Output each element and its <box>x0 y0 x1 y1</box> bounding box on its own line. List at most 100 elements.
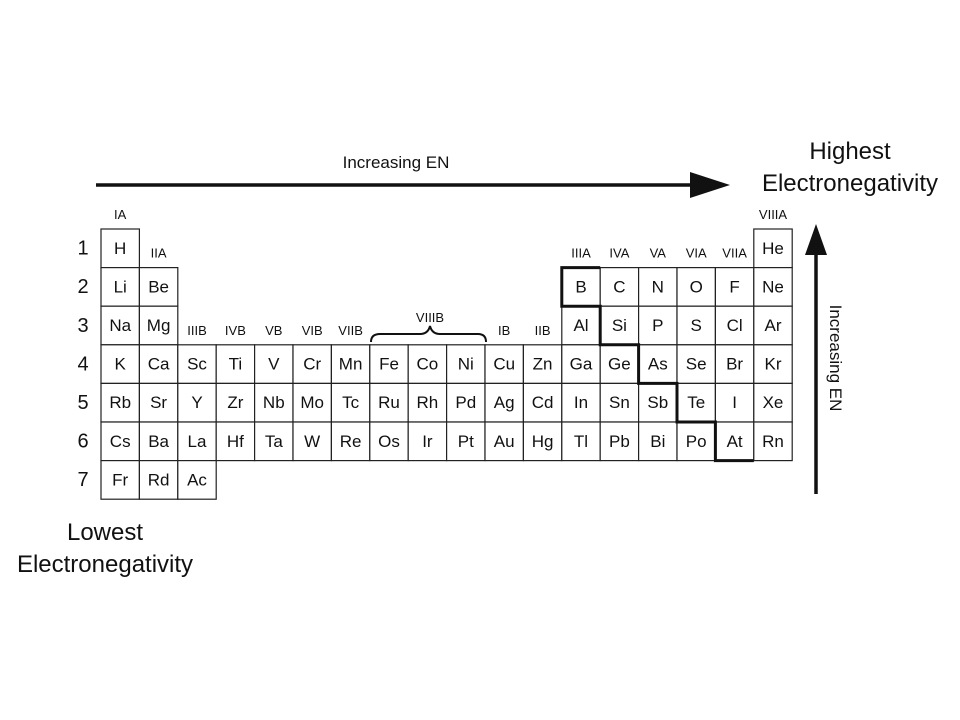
element-cell-k: K <box>100 344 141 384</box>
element-box <box>637 421 678 462</box>
element-cell-ta: Ta <box>254 421 294 462</box>
element-cell-be: Be <box>138 267 179 307</box>
element-cell-re: Re <box>330 421 371 462</box>
element-symbol: O <box>690 277 703 296</box>
element-symbol: Xe <box>763 393 784 412</box>
highest-label-line2: Electronegativity <box>762 170 938 197</box>
element-cell-nb: Nb <box>254 382 294 423</box>
element-cell-mo: Mo <box>292 382 333 423</box>
element-cell-br: Br <box>714 344 755 384</box>
element-cell-mg: Mg <box>138 305 179 346</box>
element-box <box>215 421 256 462</box>
element-cell-tl: Tl <box>561 421 601 462</box>
element-cell-ru: Ru <box>369 382 409 423</box>
element-cell-os: Os <box>369 421 409 462</box>
horizontal-arrowhead <box>690 172 730 198</box>
element-symbol: Fe <box>379 355 399 374</box>
element-box <box>215 344 256 384</box>
element-symbol: Br <box>726 355 743 374</box>
horizontal-arrow-label: Increasing EN <box>343 153 450 172</box>
element-box <box>714 344 755 384</box>
element-symbol: Ba <box>148 432 169 451</box>
element-cell-sb: Sb <box>637 382 678 423</box>
element-cell-s: S <box>676 305 717 346</box>
element-box <box>100 421 141 462</box>
metal-nonmetal-staircase <box>560 266 754 463</box>
element-cell-ar: Ar <box>753 305 793 346</box>
element-symbol: Al <box>573 316 588 335</box>
element-cell-ne: Ne <box>753 267 793 307</box>
element-symbol: Cl <box>727 316 743 335</box>
element-symbol: Os <box>378 432 400 451</box>
element-cell-hg: Hg <box>522 421 563 462</box>
element-cell-rh: Rh <box>407 382 448 423</box>
group-label: VIIA <box>722 246 747 261</box>
lowest-label-line1: Lowest <box>67 519 143 546</box>
element-box <box>138 344 179 384</box>
element-cell-rd: Rd <box>138 460 179 500</box>
element-symbol: Mn <box>339 355 363 374</box>
element-symbol: Zn <box>533 355 553 374</box>
element-cell-he: He <box>753 228 793 269</box>
element-box <box>522 382 563 423</box>
element-cell-cr: Cr <box>292 344 333 384</box>
element-box <box>753 421 793 462</box>
period-number: 2 <box>77 276 88 298</box>
element-cell-sc: Sc <box>177 344 217 384</box>
element-cell-i: I <box>714 382 755 423</box>
element-box <box>714 305 755 346</box>
element-symbol: Si <box>612 316 627 335</box>
viiib-group-label: VIIIB <box>416 310 444 325</box>
element-box <box>215 382 256 423</box>
element-symbol: Hf <box>227 432 244 451</box>
element-symbol: Ni <box>458 355 474 374</box>
element-symbol: Sc <box>187 355 207 374</box>
element-symbol: Na <box>109 316 131 335</box>
element-symbol: Ag <box>494 393 515 412</box>
element-symbol: W <box>304 432 320 451</box>
element-box <box>177 344 217 384</box>
highest-label-line1: Highest <box>809 138 891 165</box>
element-symbol: At <box>727 432 743 451</box>
element-symbol: Zr <box>227 393 243 412</box>
element-cell-fe: Fe <box>369 344 409 384</box>
element-cell-si: Si <box>599 305 640 346</box>
element-cell-po: Po <box>676 421 717 462</box>
element-box <box>330 421 371 462</box>
element-symbol: Cs <box>110 432 131 451</box>
element-cell-in: In <box>561 382 601 423</box>
element-symbol: Rn <box>762 432 784 451</box>
element-cell-co: Co <box>407 344 448 384</box>
element-cell-hf: Hf <box>215 421 256 462</box>
element-box <box>138 305 179 346</box>
element-symbol: Tc <box>342 393 360 412</box>
element-box <box>599 305 640 346</box>
element-symbol: V <box>268 355 280 374</box>
element-cell-ir: Ir <box>407 421 448 462</box>
element-symbol: Co <box>417 355 439 374</box>
viiib-brace <box>370 325 487 343</box>
element-symbol: Cr <box>303 355 321 374</box>
element-symbol: La <box>188 432 207 451</box>
element-box <box>292 421 333 462</box>
lowest-label-line2: Electronegativity <box>17 551 193 578</box>
group-label: VIB <box>302 323 323 338</box>
group-label: IVA <box>609 246 629 261</box>
element-symbol: In <box>574 393 588 412</box>
element-symbol: Ir <box>422 432 433 451</box>
vertical-arrow-label: Increasing EN <box>826 305 845 412</box>
element-cell-pt: Pt <box>446 421 486 462</box>
vertical-arrowhead <box>805 224 827 255</box>
element-symbol: Te <box>687 393 705 412</box>
element-symbol: Bi <box>650 432 665 451</box>
element-symbol: K <box>115 355 127 374</box>
element-symbol: F <box>729 277 739 296</box>
element-symbol: Se <box>686 355 707 374</box>
element-box <box>446 421 486 462</box>
group-label: IIA <box>151 246 167 261</box>
element-symbol: Pd <box>455 393 476 412</box>
element-symbol: Pb <box>609 432 630 451</box>
element-symbol: Tl <box>574 432 588 451</box>
element-symbol: Sb <box>647 393 668 412</box>
element-symbol: Li <box>114 277 127 296</box>
